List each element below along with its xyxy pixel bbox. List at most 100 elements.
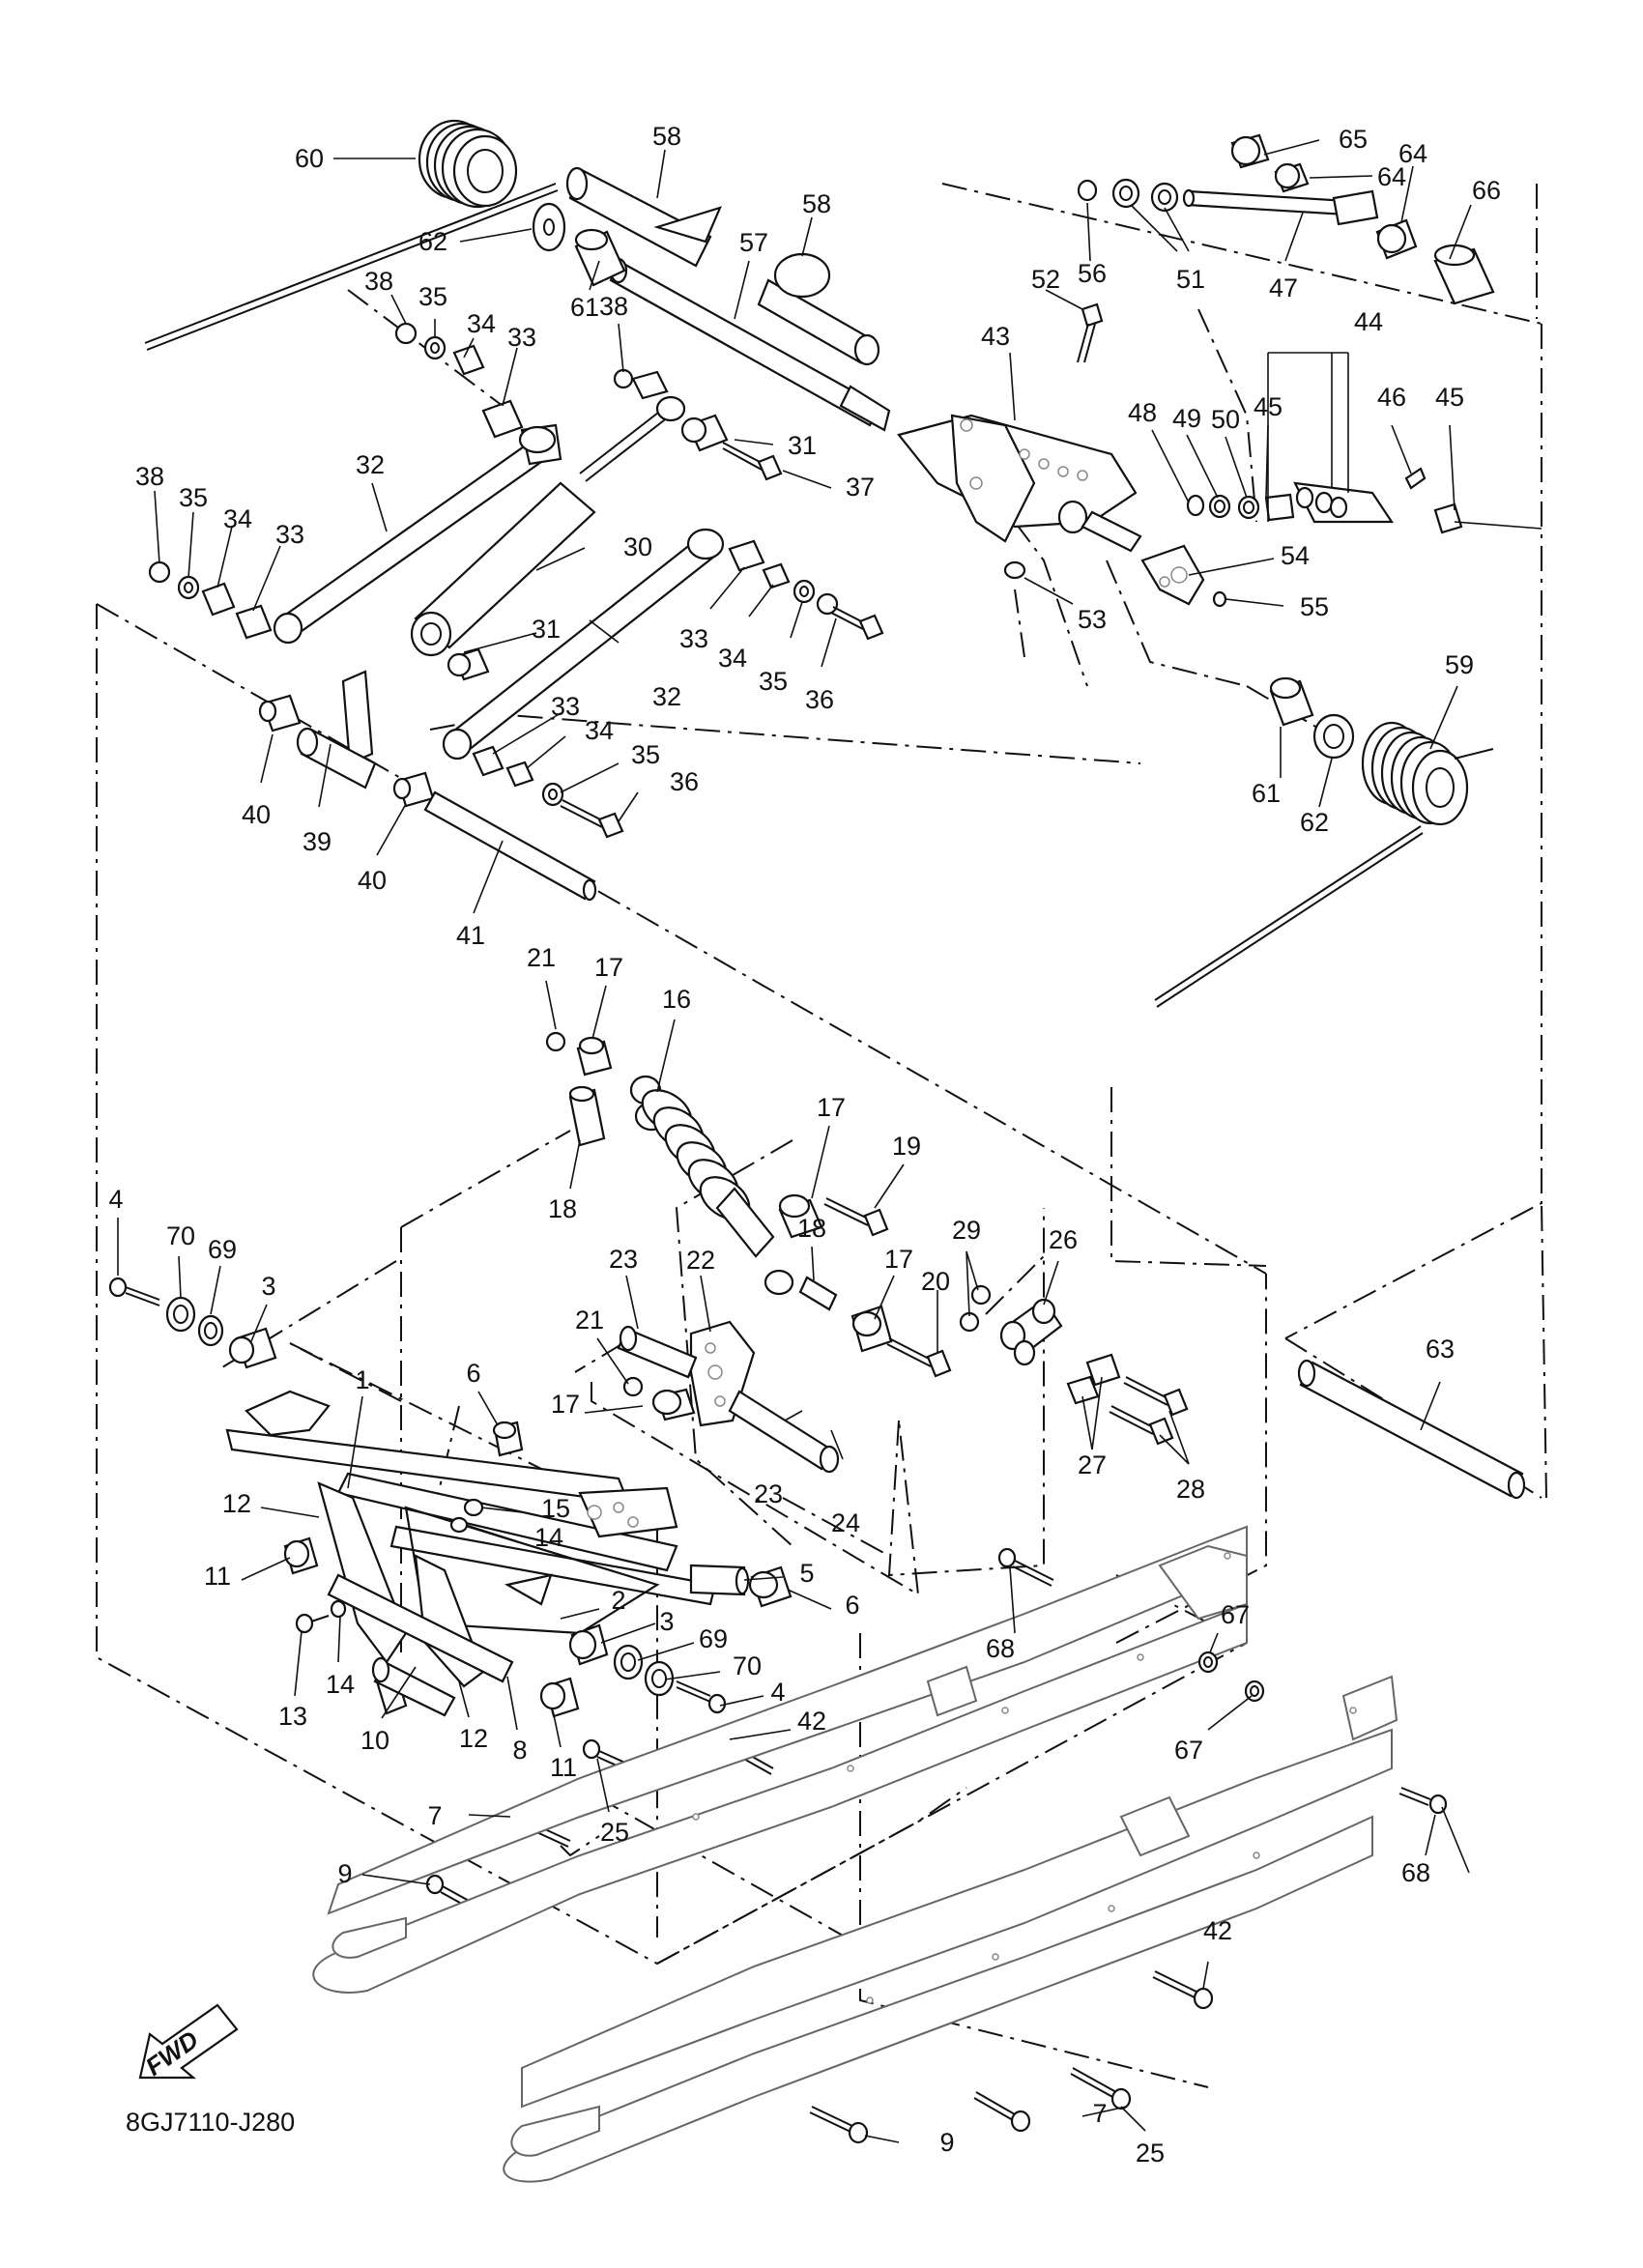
cover-58-left	[565, 166, 722, 268]
callout-61: 61	[1252, 779, 1281, 808]
callout-21: 21	[527, 943, 556, 972]
bracket-43	[897, 414, 1142, 553]
callout-49: 49	[1172, 404, 1201, 433]
shaft-41	[423, 790, 597, 902]
callout-38: 38	[599, 292, 628, 321]
arm-32-lower	[442, 528, 725, 761]
callout-31: 31	[788, 431, 817, 460]
callout-47: 47	[1269, 273, 1298, 302]
callout-61: 61	[570, 293, 599, 322]
plate-54-clip-55	[1140, 544, 1227, 608]
callout-25: 25	[1136, 2139, 1165, 2168]
bolt-52	[1077, 302, 1104, 363]
callout-6: 6	[845, 1591, 859, 1620]
callout-8: 8	[512, 1736, 527, 1765]
callout-9: 9	[337, 1859, 352, 1888]
callout-38: 38	[135, 462, 164, 491]
bolts-42-7-25-9-right	[809, 1970, 1214, 2144]
callout-55: 55	[1300, 592, 1329, 621]
callout-58: 58	[802, 189, 831, 218]
callout-35: 35	[179, 483, 208, 512]
cover-58-right	[757, 252, 880, 366]
callout-58: 58	[652, 122, 681, 151]
callout-67: 67	[1221, 1600, 1250, 1629]
callout-51: 51	[1176, 265, 1205, 294]
callout-67: 67	[1174, 1736, 1203, 1765]
callout-24: 24	[831, 1508, 860, 1537]
callout-68: 68	[986, 1634, 1015, 1663]
callout-64: 64	[1377, 162, 1406, 191]
fwd-arrow-icon: FWD	[138, 2003, 239, 2081]
bushing-set-44-45-46	[1186, 467, 1463, 534]
callout-42: 42	[1203, 1916, 1232, 1945]
callout-33: 33	[551, 692, 580, 721]
callout-39: 39	[303, 827, 331, 856]
callout-16: 16	[662, 985, 691, 1014]
callout-14: 14	[326, 1670, 355, 1699]
callout-63: 63	[1426, 1335, 1455, 1364]
washers-56-51-65-64	[1077, 133, 1418, 260]
callout-34: 34	[223, 504, 252, 533]
callout-17: 17	[594, 953, 623, 982]
callout-53: 53	[1078, 605, 1107, 634]
callout-29: 29	[952, 1216, 981, 1245]
callout-45: 45	[1254, 392, 1283, 421]
callout-35: 35	[418, 282, 447, 311]
callout-44: 44	[1354, 307, 1383, 336]
callout-52: 52	[1031, 265, 1060, 294]
bolts-19-20	[823, 1197, 952, 1378]
callout-38: 38	[364, 267, 393, 296]
arm-32-upper	[273, 423, 562, 645]
callout-34: 34	[718, 644, 747, 673]
leader-lines	[117, 139, 1542, 2143]
callout-69: 69	[208, 1235, 237, 1264]
callout-4: 4	[108, 1185, 123, 1214]
part-code-label: 8GJ7110-J280	[126, 2108, 295, 2137]
callout-23: 23	[609, 1245, 638, 1274]
callout-35: 35	[631, 740, 660, 769]
collars-31-upper	[447, 414, 729, 681]
callout-30: 30	[623, 532, 652, 561]
callout-12: 12	[222, 1489, 251, 1518]
callout-42: 42	[797, 1707, 826, 1736]
callout-3: 3	[261, 1272, 275, 1301]
front-arm-1	[225, 1390, 678, 1572]
bracket-39-and-collars-40	[258, 670, 435, 808]
callout-numbers: 60 58 58 57 62 61 38 35 34 33 38 31 37 3…	[108, 122, 1501, 2168]
collars-27-bolts-28	[1066, 1353, 1189, 1446]
callout-17: 17	[817, 1093, 846, 1122]
callout-34: 34	[585, 716, 614, 745]
callout-40: 40	[358, 866, 387, 895]
callout-10: 10	[360, 1726, 389, 1755]
callout-62: 62	[1300, 808, 1329, 837]
callout-2: 2	[611, 1586, 625, 1615]
callout-23: 23	[754, 1479, 783, 1508]
callout-18: 18	[797, 1214, 826, 1243]
callout-46: 46	[1377, 383, 1406, 412]
callout-9: 9	[939, 2128, 954, 2157]
slide-rail-upper	[312, 1525, 1248, 1994]
collar-61-washer-62-right	[1269, 676, 1355, 760]
callout-17: 17	[884, 1245, 913, 1274]
upper-left-spring-60	[144, 119, 559, 351]
callout-37: 37	[846, 473, 875, 502]
callout-1: 1	[355, 1365, 369, 1394]
plate-22-collars-23	[617, 1320, 840, 1474]
callout-48: 48	[1128, 398, 1157, 427]
callout-15: 15	[541, 1494, 570, 1523]
callout-32: 32	[356, 450, 385, 479]
callout-22: 22	[686, 1246, 715, 1275]
callout-26: 26	[1049, 1225, 1078, 1254]
callout-70: 70	[166, 1221, 195, 1250]
callout-40: 40	[242, 800, 271, 829]
callout-66: 66	[1472, 176, 1501, 205]
callout-33: 33	[507, 323, 536, 352]
callout-69: 69	[699, 1624, 728, 1653]
hardware-upper-right	[472, 539, 884, 839]
callout-56: 56	[1078, 259, 1107, 288]
callout-5: 5	[799, 1559, 814, 1588]
callout-11: 11	[204, 1562, 231, 1591]
callout-19: 19	[892, 1132, 921, 1161]
callout-35: 35	[759, 667, 788, 696]
callout-3: 3	[659, 1607, 674, 1636]
